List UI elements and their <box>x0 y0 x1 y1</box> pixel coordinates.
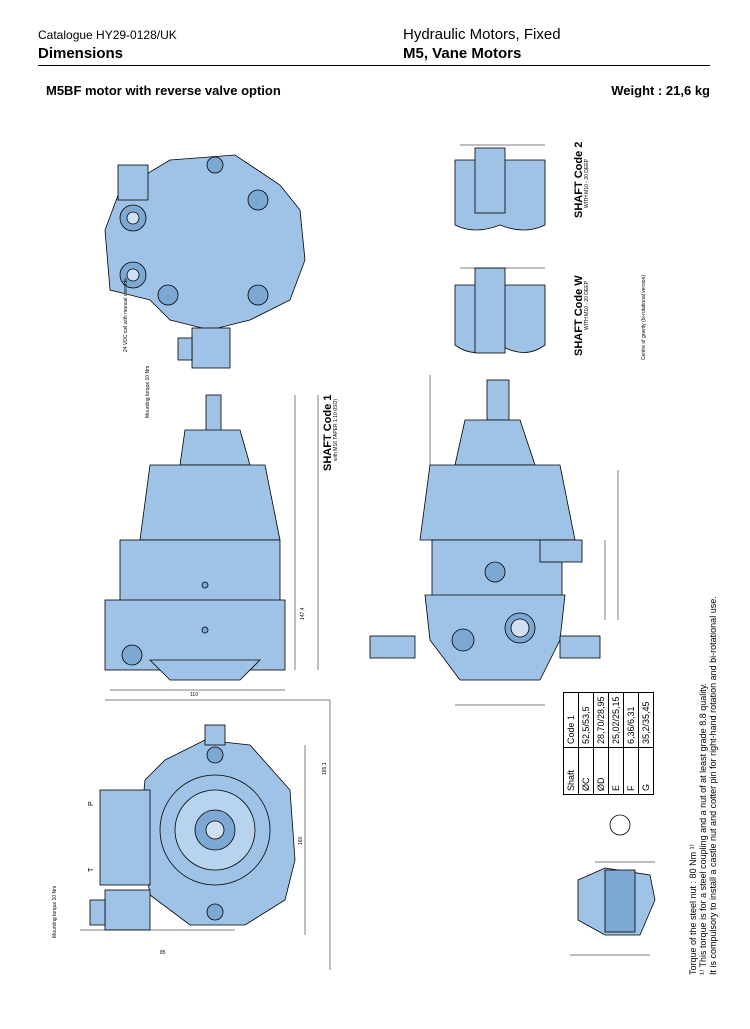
mounting-torque-label-2: Mounting torque 10 Nm <box>52 885 58 938</box>
table-row-label: ØD <box>593 747 609 795</box>
castle-nut-detail <box>577 814 656 936</box>
top-view-motor <box>104 154 306 369</box>
table-row-label: G <box>638 747 654 795</box>
dim-160: 160 <box>298 836 304 845</box>
table-row-value: 25,02/25,15 <box>608 692 624 748</box>
shaft-code-w-subtitle: WITH M10 - 20 DEEP <box>584 281 590 330</box>
side-view-right <box>369 379 601 681</box>
table-row-value: 6,36/6,31 <box>623 692 639 748</box>
mounting-torque-label: Mounting torque 10 Nm <box>145 365 151 418</box>
gravity-note: Centre of gravity (bi-rotational version… <box>641 274 647 360</box>
shaft-code-1-subtitle: with M16 TAPER 1:10 (ISO) <box>333 398 339 461</box>
side-view-shaft-1 <box>104 394 286 681</box>
table-row-label: F <box>623 747 639 795</box>
dim-85: 85 <box>160 950 166 956</box>
table-row-label: ØC <box>578 747 594 795</box>
product-title: M5, Vane Motors <box>403 45 522 62</box>
dim-110: 110 <box>190 692 198 698</box>
table-row-value: 52,5/53,5 <box>578 692 594 748</box>
weight-label: Weight : 21,6 kg <box>611 83 710 98</box>
dim-147: 147,4 <box>300 607 306 620</box>
note-castle-nut: It is compulsory to install a castle nut… <box>708 596 718 975</box>
table-row-label: E <box>608 747 624 795</box>
page-title: M5BF motor with reverse valve option <box>46 83 281 98</box>
header-rule <box>38 65 710 66</box>
category-title: Hydraulic Motors, Fixed <box>403 26 561 43</box>
table-header-code: Code 1 <box>563 692 579 748</box>
dim-165: 165,1 <box>322 762 328 775</box>
catalogue-number: Catalogue HY29-0128/UK <box>38 28 177 42</box>
shaft-code-w-detail <box>454 267 546 354</box>
shaft-code-2-subtitle: WITH M10 - 20 DEEP <box>584 159 590 208</box>
front-view-bottom <box>89 724 296 931</box>
shaft-table: Shaft Code 1 ØC 52,5/53,5 ØD 28,70/28,95… <box>563 692 673 795</box>
solenoid-label: 24 VDC coil with manual override <box>123 278 129 352</box>
port-p-label: P <box>88 801 95 806</box>
table-row-value: 28,70/28,95 <box>593 692 609 748</box>
table-header-shaft: Shaft <box>563 747 579 795</box>
section-title: Dimensions <box>38 45 124 62</box>
shaft-code-2-detail <box>454 147 546 231</box>
port-t-label: T <box>88 867 95 872</box>
table-row-value: 35,2/35,45 <box>638 692 654 748</box>
